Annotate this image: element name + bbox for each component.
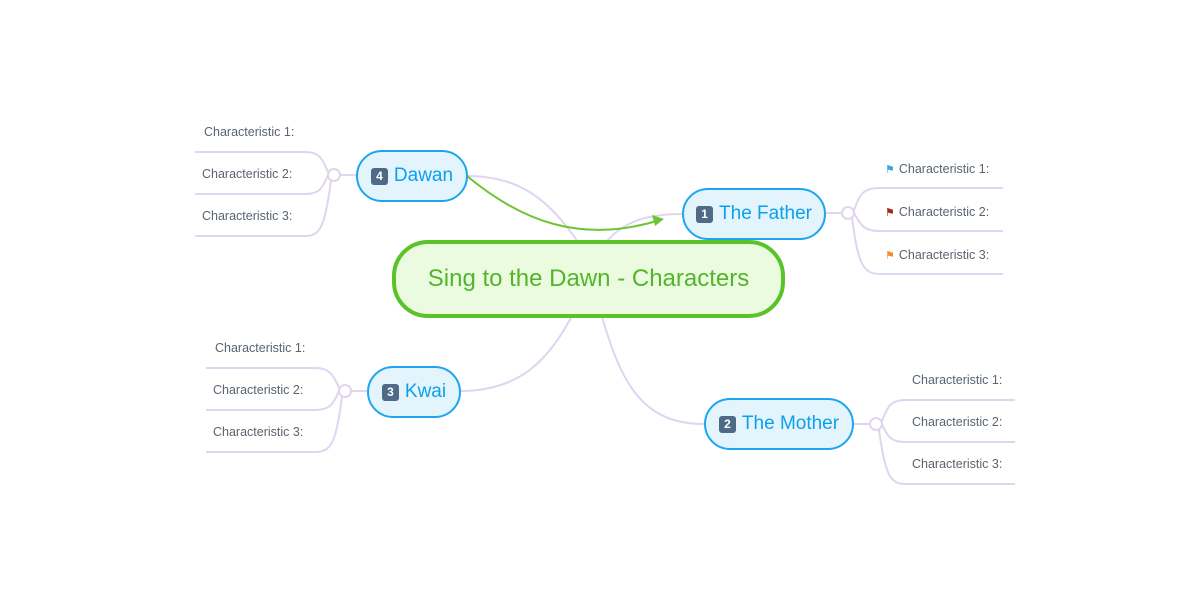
topic-kwai[interactable]: 3 Kwai xyxy=(367,366,461,418)
number-badge-icon: 1 xyxy=(696,205,714,223)
leaf-mother-3[interactable]: Characteristic 3: xyxy=(912,457,1002,471)
number-badge-icon: 2 xyxy=(718,415,736,433)
topic-the-father[interactable]: 1 The Father xyxy=(682,188,826,240)
relationship-arrow[interactable] xyxy=(466,175,661,231)
leaf-text: Characteristic 1: xyxy=(898,162,990,176)
leaf-text: Characteristic 2: xyxy=(202,167,293,181)
leaf-father-2[interactable]: ⚑Characteristic 2: xyxy=(885,205,989,219)
leaf-dawan-2[interactable]: Characteristic 2: xyxy=(202,167,292,181)
branch-mother xyxy=(599,309,705,425)
leaf-text: Characteristic 3: xyxy=(912,457,1003,471)
number-badge-icon: 4 xyxy=(370,167,388,185)
leaf-kwai-3[interactable]: Characteristic 3: xyxy=(213,425,303,439)
central-topic[interactable]: Sing to the Dawn - Characters xyxy=(392,240,785,318)
leaf-mother-1[interactable]: Characteristic 1: xyxy=(912,373,1002,387)
topic-label: The Mother xyxy=(741,413,840,434)
leaf-dawan-3[interactable]: Characteristic 3: xyxy=(202,209,292,223)
branch-kwai xyxy=(459,309,576,392)
leaf-father-3[interactable]: ⚑Characteristic 3: xyxy=(885,248,989,262)
number-badge-icon: 3 xyxy=(381,383,399,401)
red-flag-icon: ⚑ xyxy=(885,206,895,219)
leaf-text: Characteristic 3: xyxy=(213,425,304,439)
leaf-text: Characteristic 3: xyxy=(898,248,990,262)
blue-flag-icon: ⚑ xyxy=(885,163,895,176)
leaf-text: Characteristic 2: xyxy=(213,383,304,397)
leaf-text: Characteristic 3: xyxy=(202,209,293,223)
leaf-dawan-1[interactable]: Characteristic 1: xyxy=(204,125,294,139)
leaf-text: Characteristic 1: xyxy=(912,373,1003,387)
branch-dawan xyxy=(466,175,581,246)
topic-label: The Father xyxy=(719,203,812,224)
arrowhead-icon xyxy=(652,215,664,226)
topic-the-mother[interactable]: 2 The Mother xyxy=(704,398,854,450)
orange-flag-icon: ⚑ xyxy=(885,249,895,262)
leaf-text: Characteristic 1: xyxy=(204,125,295,139)
topic-dawan[interactable]: 4 Dawan xyxy=(356,150,468,202)
leaf-kwai-2[interactable]: Characteristic 2: xyxy=(213,383,303,397)
leaf-text: Characteristic 2: xyxy=(912,415,1003,429)
leaf-text: Characteristic 1: xyxy=(215,341,306,355)
leaf-text: Characteristic 2: xyxy=(898,205,990,219)
leaf-mother-2[interactable]: Characteristic 2: xyxy=(912,415,1002,429)
leaf-kwai-1[interactable]: Characteristic 1: xyxy=(215,341,305,355)
leaf-father-1[interactable]: ⚑Characteristic 1: xyxy=(885,162,989,176)
topic-label: Dawan xyxy=(393,165,454,186)
topic-label: Kwai xyxy=(404,381,447,402)
central-title: Sing to the Dawn - Characters xyxy=(427,265,750,292)
